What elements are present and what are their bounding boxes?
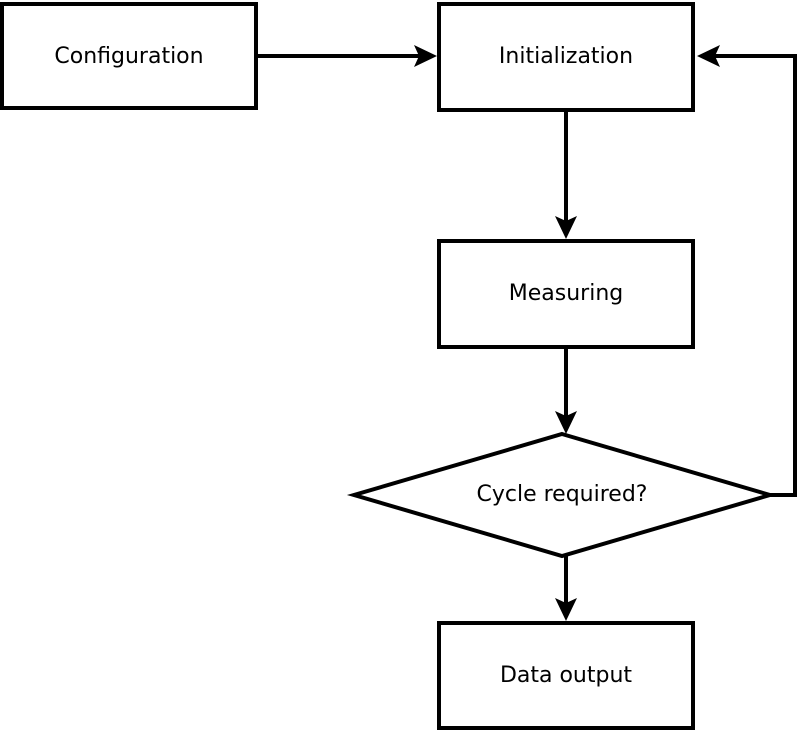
edge-initialization-to-measuring bbox=[555, 112, 577, 239]
edge-configuration-to-initialization bbox=[258, 45, 437, 67]
node-data-output-label: Data output bbox=[500, 663, 632, 688]
node-cycle-required-shape[interactable] bbox=[346, 431, 778, 559]
node-measuring-shape[interactable] bbox=[437, 239, 695, 349]
arrowhead-icon bbox=[414, 45, 437, 67]
edge-cycle-required-to-data-output bbox=[555, 556, 577, 621]
arrowhead-icon bbox=[555, 411, 577, 434]
node-configuration-label: Configuration bbox=[54, 44, 203, 69]
node-initialization[interactable]: Initialization bbox=[437, 2, 695, 112]
node-initialization-shape[interactable] bbox=[437, 2, 695, 112]
node-data-output-shape[interactable] bbox=[437, 621, 695, 730]
arrowhead-icon bbox=[555, 216, 577, 239]
node-measuring-label: Measuring bbox=[509, 281, 623, 306]
arrowhead-icon bbox=[697, 45, 720, 67]
edge-cycle-required-to-initialization bbox=[697, 45, 797, 497]
node-cycle-required-label: Cycle required? bbox=[477, 482, 648, 507]
edge-measuring-to-cycle-required bbox=[555, 349, 577, 434]
node-initialization-label: Initialization bbox=[499, 44, 633, 69]
node-cycle-required[interactable]: Cycle required? bbox=[346, 431, 778, 559]
node-measuring[interactable]: Measuring bbox=[437, 239, 695, 349]
node-configuration[interactable]: Configuration bbox=[0, 2, 258, 110]
arrowhead-icon bbox=[555, 598, 577, 621]
node-data-output[interactable]: Data output bbox=[437, 621, 695, 730]
node-configuration-shape[interactable] bbox=[0, 2, 258, 110]
edge-line bbox=[710, 54, 797, 497]
